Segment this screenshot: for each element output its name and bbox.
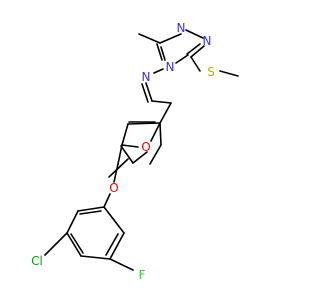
atom-n-triazole-top-left: N <box>177 21 186 35</box>
molecule-structure: N N N N S O O Cl F <box>31 21 239 282</box>
atom-o-ether: O <box>109 181 118 195</box>
bond-line <box>108 158 129 178</box>
bond-line <box>103 193 111 208</box>
bond-line <box>120 145 134 164</box>
bond-line <box>186 43 201 55</box>
bond-line <box>132 151 148 164</box>
bond-line <box>77 206 105 212</box>
atom-labels: N N N N S O O Cl F <box>31 21 215 282</box>
bond-line <box>80 255 111 260</box>
bond-line <box>219 70 239 77</box>
bond-line <box>153 68 164 74</box>
bond-line <box>66 232 82 257</box>
atom-s-methylthio: S <box>207 65 215 79</box>
bond-line <box>127 122 161 125</box>
bond-line <box>159 102 172 124</box>
atom-n-triazole-top-right: N <box>203 34 212 48</box>
bond-line <box>105 233 119 256</box>
bond-line <box>79 210 102 215</box>
atom-o-furan: O <box>141 140 150 154</box>
bond-line <box>109 232 125 260</box>
atom-n-imine: N <box>142 70 151 84</box>
atom-cl-chloro: Cl <box>31 254 43 268</box>
bond-line <box>141 83 149 103</box>
bond-line <box>149 144 162 165</box>
bond-line <box>70 233 84 254</box>
bond-line <box>113 163 119 183</box>
bond-line <box>190 45 205 58</box>
bond-line <box>175 54 189 64</box>
bond-line <box>121 123 129 146</box>
bond-line <box>103 206 125 234</box>
bond-line <box>117 144 123 165</box>
bond-line <box>66 210 79 234</box>
bond-line <box>138 33 161 44</box>
bond-line <box>145 82 153 102</box>
bond-line <box>44 232 68 256</box>
bond-line <box>156 43 163 61</box>
bond-line <box>159 33 182 44</box>
bond-line <box>109 258 134 271</box>
atom-n-triazole-4: N <box>166 60 175 74</box>
bond-line <box>151 100 172 104</box>
bond-line <box>121 144 139 148</box>
bond-line <box>159 122 162 146</box>
bond-lines <box>44 29 239 271</box>
bond-line <box>150 122 161 142</box>
atom-f-fluoro: F <box>139 268 146 282</box>
bond-line <box>160 46 166 61</box>
bond-line <box>185 29 204 39</box>
bond-line <box>190 56 201 72</box>
